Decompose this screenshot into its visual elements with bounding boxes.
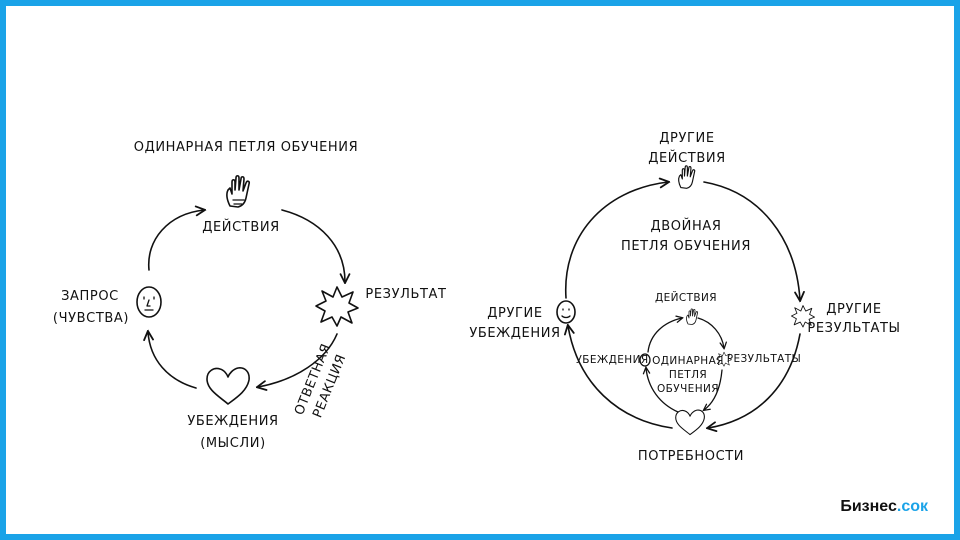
brand-logo: Бизнес.сок bbox=[840, 498, 928, 516]
arrow-result-to-beliefs bbox=[258, 333, 338, 387]
inner-arrow-results-to-needs bbox=[704, 369, 723, 410]
arrow-other-beliefs-to-other-actions bbox=[565, 182, 668, 299]
needs-label: ПОТРЕБНОСТИ bbox=[638, 449, 744, 464]
arrow-needs-to-other-beliefs bbox=[568, 326, 673, 429]
burst-icon bbox=[716, 351, 732, 367]
other-actions-line1: ДРУГИЕ bbox=[659, 131, 714, 146]
inner-actions-label: ДЕЙСТВИЯ bbox=[655, 291, 717, 304]
double-loop-title-line1: ДВОЙНАЯ bbox=[651, 218, 722, 234]
arrow-beliefs-to-request bbox=[148, 332, 197, 389]
burst-icon bbox=[791, 305, 815, 328]
hand-icon bbox=[686, 308, 698, 325]
inner-loop-title-line2: ПЕТЛЯ bbox=[669, 369, 707, 381]
heart-icon bbox=[206, 367, 250, 405]
request-label-line1: ЗАПРОС bbox=[61, 289, 119, 304]
result-label: РЕЗУЛЬТАТ bbox=[365, 287, 446, 302]
arrow-actions-to-result bbox=[281, 209, 345, 282]
arrow-other-actions-to-other-results bbox=[703, 181, 800, 300]
other-beliefs-line2: УБЕЖДЕНИЯ bbox=[469, 326, 560, 341]
other-results-line1: ДРУГИЕ bbox=[826, 302, 881, 317]
inner-loop-title-line3: ОБУЧЕНИЯ bbox=[657, 383, 719, 395]
single-loop-title: ОДИНАРНАЯ ПЕТЛЯ ОБУЧЕНИЯ bbox=[134, 140, 358, 155]
request-label-line2: (ЧУВСТВА) bbox=[53, 311, 129, 326]
face-icon bbox=[556, 300, 576, 324]
face-icon bbox=[136, 286, 162, 318]
brand-suffix: .сок bbox=[896, 498, 928, 515]
inner-beliefs-label: УБЕЖДЕНИЯ bbox=[575, 354, 648, 366]
other-results-line2: РЕЗУЛЬТАТЫ bbox=[807, 321, 900, 336]
hand-icon bbox=[678, 165, 696, 189]
feedback-label: ОТВЕТНАЯ РЕАКЦИЯ bbox=[292, 342, 349, 421]
brand-name: Бизнес bbox=[840, 498, 897, 515]
beliefs-label-line2: (МЫСЛИ) bbox=[200, 436, 266, 451]
other-actions-line2: ДЕЙСТВИЯ bbox=[648, 150, 726, 166]
double-loop-diagram: ДРУГИЕ ДЕЙСТВИЯ ДВОЙНАЯ ПЕТЛЯ ОБУЧЕНИЯ Д… bbox=[469, 131, 900, 464]
other-beliefs-line1: ДРУГИЕ bbox=[487, 306, 542, 321]
inner-arrow-beliefs-to-actions bbox=[647, 318, 682, 353]
inner-single-loop: ДЕЙСТВИЯ УБЕЖДЕНИЯ РЕЗУЛЬТАТЫ ОДИНАРНАЯ … bbox=[575, 291, 801, 413]
arrow-other-results-to-needs bbox=[708, 333, 801, 428]
double-loop-title-line2: ПЕТЛЯ ОБУЧЕНИЯ bbox=[621, 239, 751, 254]
beliefs-label-line1: УБЕЖДЕНИЯ bbox=[187, 414, 278, 429]
inner-arrow-needs-to-beliefs bbox=[646, 368, 679, 413]
face-icon bbox=[639, 353, 651, 367]
arrow-request-to-actions bbox=[147, 210, 204, 271]
inner-arrow-actions-to-results bbox=[697, 317, 724, 348]
inner-results-label: РЕЗУЛЬТАТЫ bbox=[727, 353, 801, 365]
inner-loop-title-line1: ОДИНАРНАЯ bbox=[652, 355, 724, 367]
burst-icon bbox=[315, 286, 359, 327]
hand-icon bbox=[226, 174, 250, 208]
heart-icon bbox=[675, 409, 705, 436]
single-loop-diagram: ОДИНАРНАЯ ПЕТЛЯ ОБУЧЕНИЯ ДЕЙСТВИЯ РЕЗУЛЬ… bbox=[53, 140, 446, 451]
actions-label: ДЕЙСТВИЯ bbox=[202, 219, 280, 235]
